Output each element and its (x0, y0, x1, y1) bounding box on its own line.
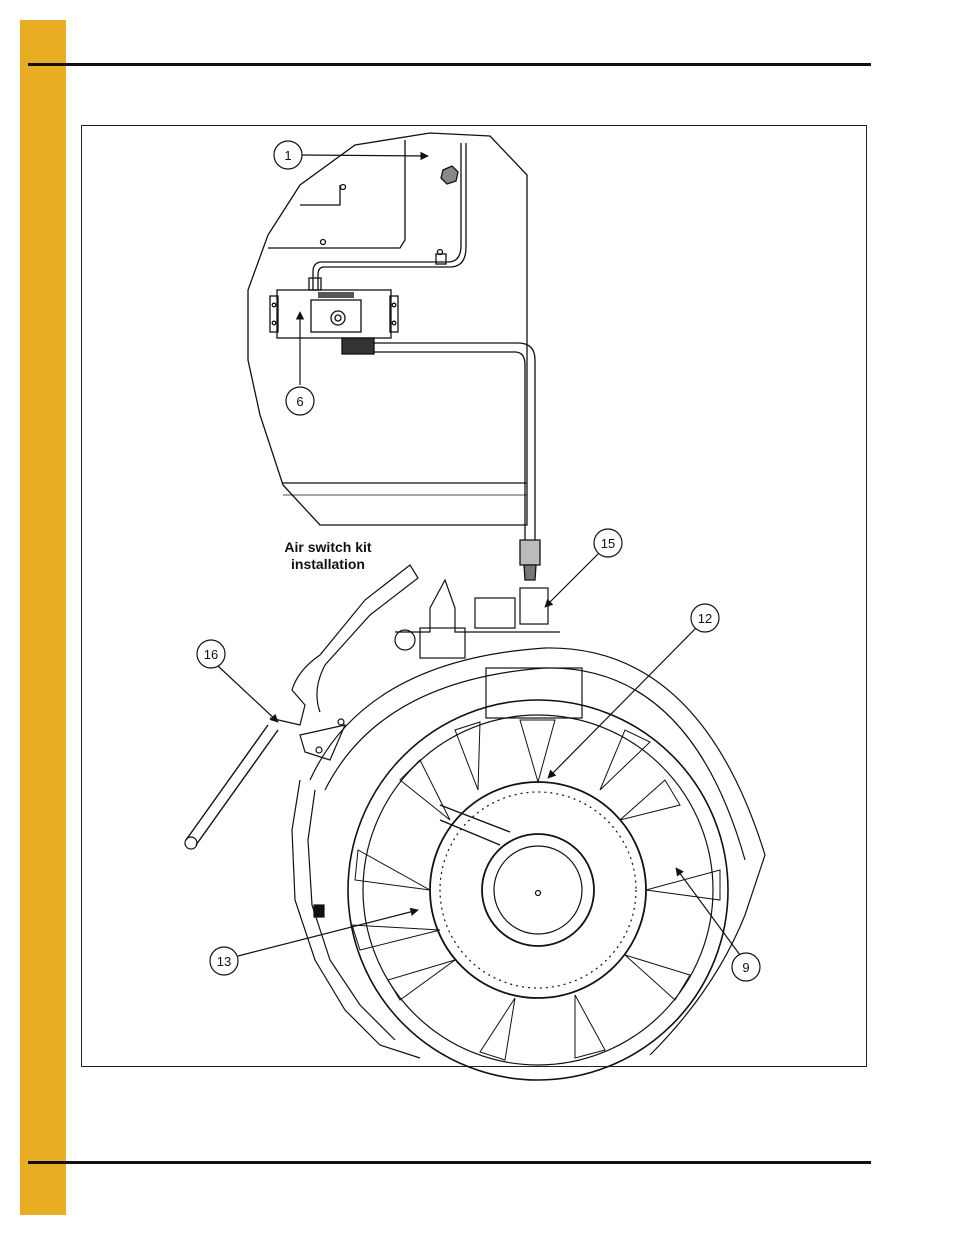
callout-6: 6 (286, 387, 314, 415)
callout-16: 16 (197, 640, 225, 668)
air-switch-panel-detail (248, 133, 540, 580)
callout-15-label: 15 (601, 536, 615, 551)
callout-16-label: 16 (204, 647, 218, 662)
callout-15: 15 (594, 529, 622, 557)
callout-13-label: 13 (217, 954, 231, 969)
figure-caption-line-2: installation (291, 556, 365, 572)
callout-12-label: 12 (698, 611, 712, 626)
figure-caption-line-1: Air switch kit (284, 539, 371, 555)
callout-12: 12 (691, 604, 719, 632)
fan-burner-assembly (185, 565, 765, 1080)
callout-1-label: 1 (284, 148, 291, 163)
callout-1: 1 (274, 141, 302, 169)
callout-13: 13 (210, 947, 238, 975)
callout-9-label: 9 (742, 960, 749, 975)
callout-6-label: 6 (296, 394, 303, 409)
callout-9: 9 (732, 953, 760, 981)
